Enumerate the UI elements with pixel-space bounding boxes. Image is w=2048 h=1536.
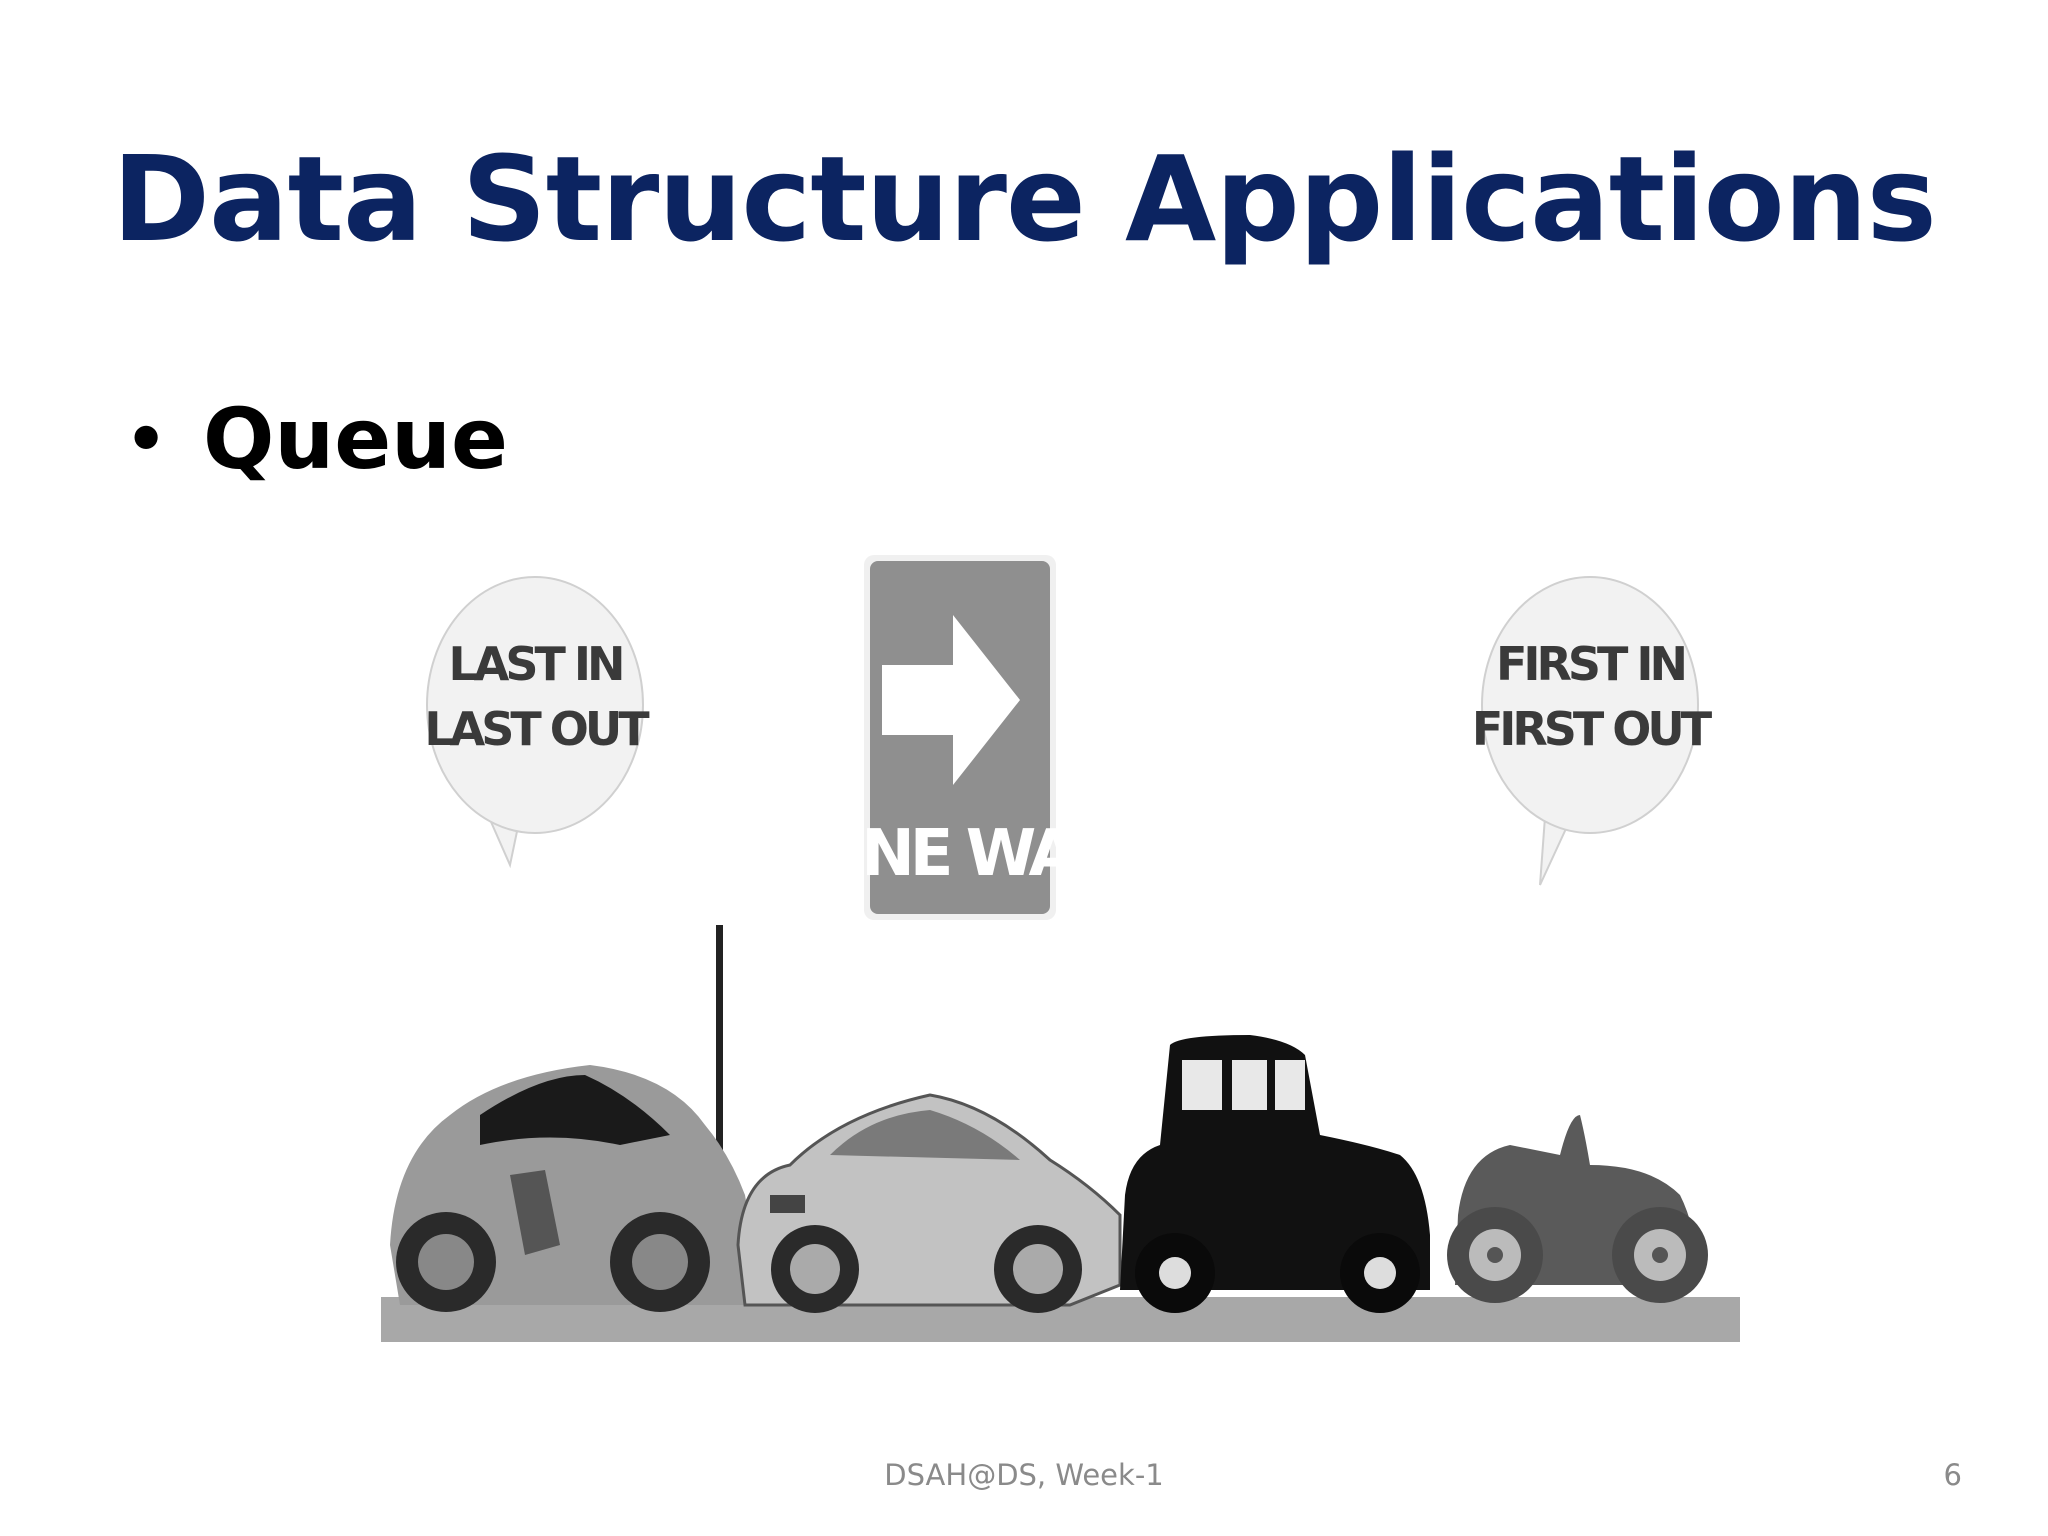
speech-bubble-left: LAST IN LAST OUT (424, 576, 654, 869)
bullet-dot-icon: • (125, 400, 168, 478)
queue-illustration: ONE WAY LAST IN LAST OUT FIRST IN FIRST … (381, 555, 1740, 1342)
slide-title: Data Structure Applications (112, 130, 1937, 268)
sedan-car-icon (736, 1093, 1122, 1313)
slide-footer: DSAH@DS, Week-1 (884, 1458, 1164, 1492)
left-bubble-line1: LAST IN (448, 637, 622, 691)
bullet-label: Queue (203, 390, 508, 488)
arrow-right-icon (882, 615, 1020, 785)
sports-car-icon (390, 1065, 755, 1312)
speech-bubble-right: FIRST IN FIRST OUT (1472, 576, 1717, 886)
sign-label: ONE WAY (812, 817, 1114, 891)
bullet-item: • Queue (125, 390, 508, 488)
page-number: 6 (1943, 1458, 1962, 1492)
vintage-car-icon (1120, 1035, 1430, 1313)
one-way-sign-icon: ONE WAY (716, 555, 1119, 1245)
right-bubble-line1: FIRST IN (1496, 637, 1685, 691)
roadster-car-icon (1447, 1115, 1708, 1303)
right-bubble-line2: FIRST OUT (1472, 702, 1713, 756)
left-bubble-line2: LAST OUT (424, 702, 650, 756)
